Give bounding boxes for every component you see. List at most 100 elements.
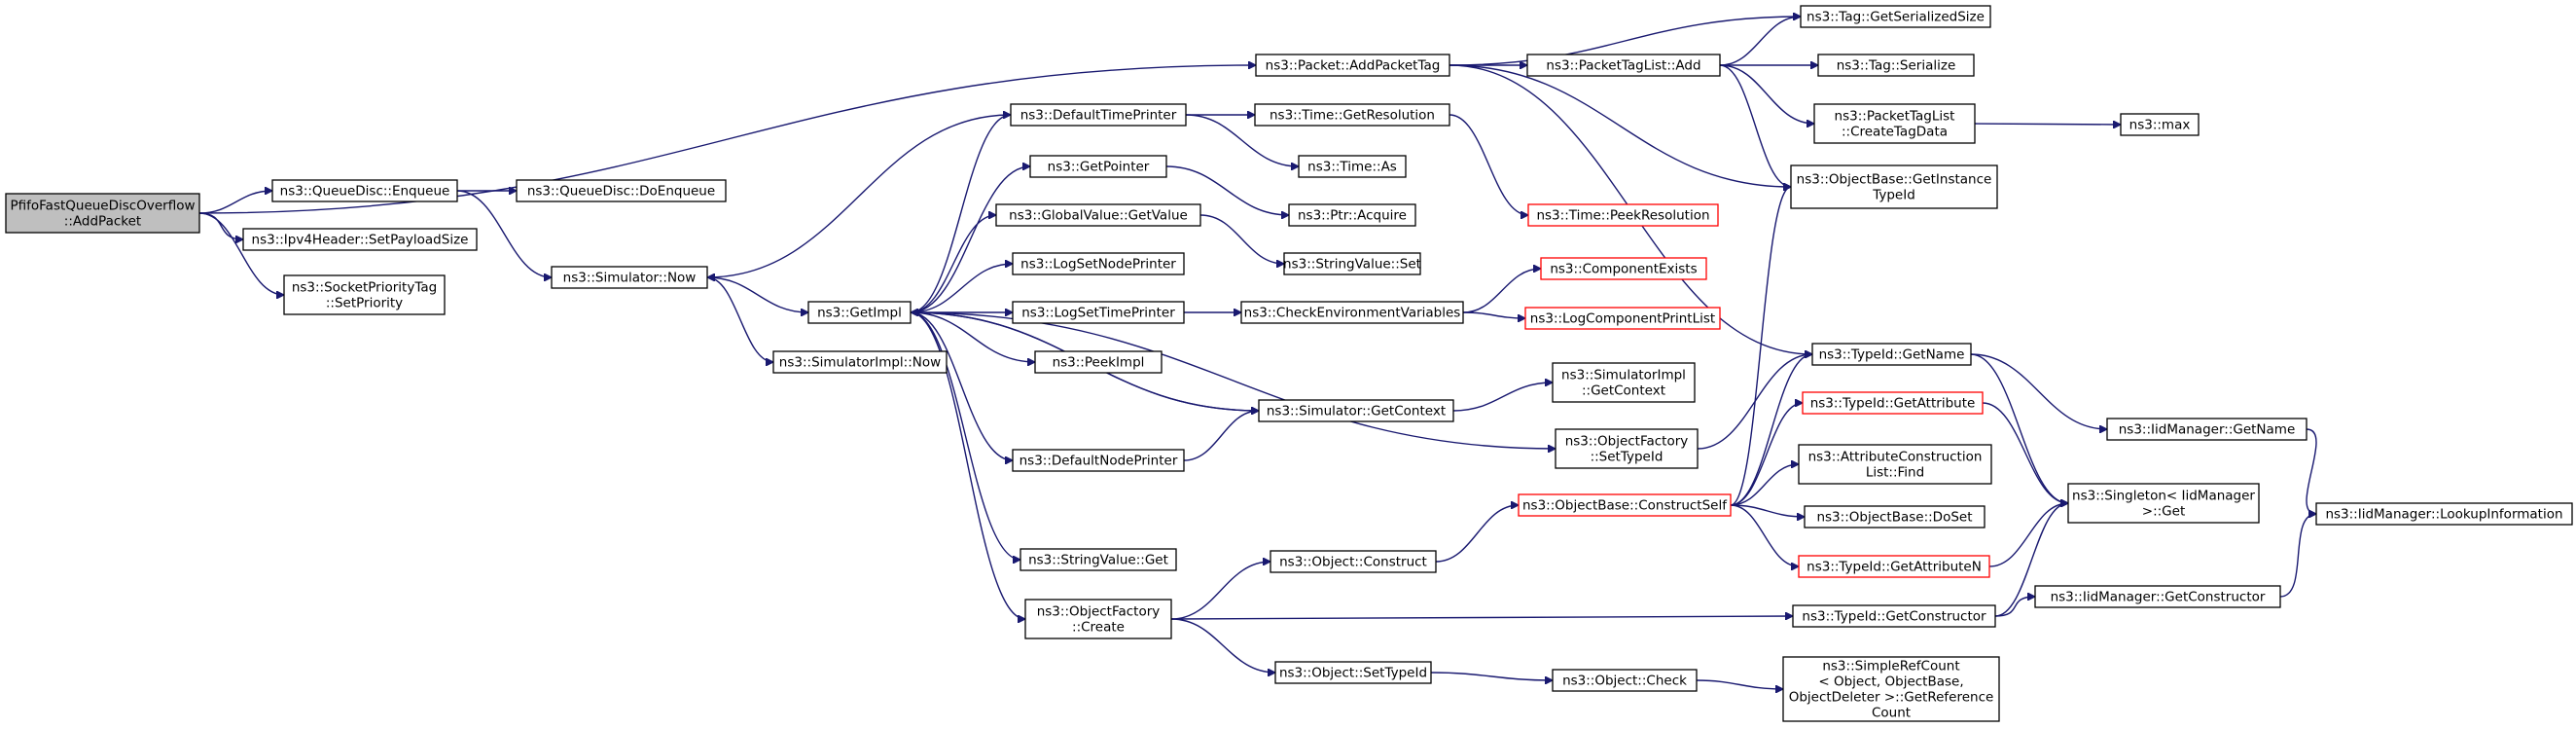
node-box bbox=[1270, 550, 1437, 573]
node-max[interactable]: ns3::max bbox=[2120, 113, 2200, 136]
node-box bbox=[2120, 113, 2200, 136]
node-getimpl[interactable]: ns3::GetImpl bbox=[807, 301, 912, 324]
edge-objsettypeid-to-objcheck bbox=[1430, 672, 1553, 680]
node-logsetnodeprinter[interactable]: ns3::LogSetNodePrinter bbox=[1012, 252, 1185, 275]
edge-iidgetname-to-iidlookup bbox=[2306, 428, 2316, 514]
node-box bbox=[1258, 399, 1454, 422]
edge-getimpl-to-defaulttimeprinter bbox=[910, 115, 1011, 313]
node-addpackettag[interactable]: ns3::Packet::AddPacketTag bbox=[1255, 54, 1450, 77]
node-typeidgetconstructor[interactable]: ns3::TypeId::GetConstructor bbox=[1792, 604, 1996, 628]
edge-constructself-to-typeidgetattributen bbox=[1730, 504, 1799, 566]
edge-checkenv-to-logcomponentprintlist bbox=[1462, 311, 1525, 318]
node-label: ns3::PacketTagList bbox=[1835, 109, 1955, 125]
node-iidgetconstructor[interactable]: ns3::IidManager::GetConstructor bbox=[2034, 585, 2281, 608]
node-timepeekres[interactable]: ns3::Time::PeekResolution bbox=[1527, 203, 1719, 227]
node-ofcreate[interactable]: ns3::ObjectFactory::Create bbox=[1024, 599, 1172, 639]
node-objcheck[interactable]: ns3::Object::Check bbox=[1552, 669, 1698, 692]
edge-simgetcontext-to-simimplgetcontext bbox=[1452, 383, 1553, 412]
node-label: ns3::QueueDisc::DoEnqueue bbox=[527, 184, 715, 200]
node-iidlookup[interactable]: ns3::IidManager::LookupInformation bbox=[2315, 502, 2573, 526]
node-ofsettypeid[interactable]: ns3::ObjectFactory::SetTypeId bbox=[1555, 428, 1699, 469]
node-defaultnodeprinter[interactable]: ns3::DefaultNodePrinter bbox=[1012, 449, 1185, 472]
node-tagserialize[interactable]: ns3::Tag::Serialize bbox=[1817, 54, 1975, 77]
node-label: ns3::SocketPriorityTag bbox=[292, 280, 437, 296]
node-label: ns3::Time::As bbox=[1307, 160, 1397, 175]
edge-ptladd-to-obgetinstancetypeid bbox=[1719, 64, 1791, 187]
node-gvgetvalue[interactable]: ns3::GlobalValue::GetValue bbox=[995, 203, 1201, 227]
node-label: ns3::Packet::AddPacketTag bbox=[1266, 58, 1441, 74]
node-box bbox=[1012, 301, 1185, 324]
node-singletonget[interactable]: ns3::Singleton< IidManager >::Get bbox=[2067, 483, 2260, 524]
node-svget[interactable]: ns3::StringValue::Get bbox=[1020, 548, 1177, 571]
node-label: ns3::GetPointer bbox=[1048, 160, 1150, 175]
node-root[interactable]: PfifoFastQueueDiscOverflow::AddPacket bbox=[5, 193, 200, 234]
node-label: ns3::Tag::GetSerializedSize bbox=[1807, 10, 1985, 25]
node-objsettypeid[interactable]: ns3::Object::SetTypeId bbox=[1274, 661, 1432, 684]
edge-defaultnodeprinter-to-simgetcontext bbox=[1183, 411, 1259, 461]
node-label: ns3::CheckEnvironmentVariables bbox=[1244, 306, 1461, 321]
node-getpointer[interactable]: ns3::GetPointer bbox=[1029, 155, 1167, 178]
edge-root-to-enqueue bbox=[198, 191, 272, 214]
node-simimplnow[interactable]: ns3::SimulatorImpl::Now bbox=[772, 350, 948, 374]
node-checkenv[interactable]: ns3::CheckEnvironmentVariables bbox=[1240, 301, 1464, 324]
node-box bbox=[1800, 5, 1991, 28]
node-simimplgetcontext[interactable]: ns3::SimulatorImpl::GetContext bbox=[1552, 362, 1696, 403]
node-label: ns3::IidManager::GetName bbox=[2119, 422, 2296, 438]
node-objconstruct[interactable]: ns3::Object::Construct bbox=[1270, 550, 1437, 573]
node-box bbox=[1817, 54, 1975, 77]
node-label: ::Create bbox=[1072, 620, 1125, 636]
edge-defaulttimeprinter-to-timeas bbox=[1185, 114, 1299, 166]
node-label: ns3::Singleton< IidManager bbox=[2072, 489, 2255, 504]
node-peekimpl[interactable]: ns3::PeekImpl bbox=[1034, 350, 1163, 374]
node-box bbox=[807, 301, 912, 324]
edge-getimpl-to-svget bbox=[910, 311, 1020, 560]
node-enqueue[interactable]: ns3::QueueDisc::Enqueue bbox=[271, 179, 458, 202]
node-logcomponentprintlist[interactable]: ns3::LogComponentPrintList bbox=[1524, 307, 1721, 330]
node-label: < Object, ObjectBase, bbox=[1818, 674, 1963, 690]
node-componentexists[interactable]: ns3::ComponentExists bbox=[1540, 257, 1707, 280]
node-box bbox=[1010, 103, 1187, 127]
node-label: ns3::TypeId::GetName bbox=[1819, 347, 1965, 363]
node-label: ns3::ObjectBase::DoSet bbox=[1816, 510, 1972, 526]
node-label: ns3::ComponentExists bbox=[1550, 262, 1697, 277]
node-defaulttimeprinter[interactable]: ns3::DefaultTimePrinter bbox=[1010, 103, 1187, 127]
node-svset[interactable]: ns3::StringValue::Set bbox=[1283, 252, 1421, 275]
edge-root-to-addpackettag bbox=[198, 65, 1256, 214]
node-constructself[interactable]: ns3::ObjectBase::ConstructSelf bbox=[1518, 493, 1732, 517]
node-simplerefcount[interactable]: ns3::SimpleRefCount< Object, ObjectBase,… bbox=[1782, 656, 2000, 722]
node-typeidgetattribute[interactable]: ns3::TypeId::GetAttribute bbox=[1802, 391, 1984, 415]
node-ptladd[interactable]: ns3::PacketTagList::Add bbox=[1526, 54, 1721, 77]
edge-constructself-to-obgetinstancetypeid bbox=[1730, 187, 1791, 506]
node-label: ns3::ObjectBase::ConstructSelf bbox=[1522, 498, 1728, 514]
node-label: ns3::ObjectBase::GetInstance bbox=[1797, 172, 1992, 188]
node-label: ns3::SimulatorImpl::Now bbox=[779, 355, 941, 371]
node-ptracquire[interactable]: ns3::Ptr::Acquire bbox=[1288, 203, 1416, 227]
node-label: ns3::Time::GetResolution bbox=[1270, 108, 1435, 124]
edge-addpackettag-to-obgetinstancetypeid bbox=[1449, 64, 1791, 187]
node-typeidgetattributen[interactable]: ns3::TypeId::GetAttributeN bbox=[1798, 555, 1990, 578]
node-setpriority[interactable]: ns3::SocketPriorityTag::SetPriority bbox=[283, 274, 446, 315]
node-label: PfifoFastQueueDiscOverflow bbox=[10, 199, 195, 214]
node-box bbox=[1524, 307, 1721, 330]
nodes-layer: PfifoFastQueueDiscOverflow::AddPacketns3… bbox=[5, 5, 2573, 722]
node-logsettimeprinter[interactable]: ns3::LogSetTimePrinter bbox=[1012, 301, 1185, 324]
node-box bbox=[516, 179, 727, 202]
edge-timegetresolution-to-timepeekres bbox=[1449, 114, 1528, 215]
node-typeidgetname[interactable]: ns3::TypeId::GetName bbox=[1811, 343, 1972, 366]
node-timeas[interactable]: ns3::Time::As bbox=[1298, 155, 1407, 178]
node-ptlcreatetagdata[interactable]: ns3::PacketTagList::CreateTagData bbox=[1813, 103, 1976, 144]
node-box bbox=[1555, 428, 1699, 469]
node-setpayloadsize[interactable]: ns3::Ipv4Header::SetPayloadSize bbox=[242, 228, 478, 251]
node-simnow[interactable]: ns3::Simulator::Now bbox=[551, 266, 708, 289]
edge-iidgetconstructor-to-iidlookup bbox=[2279, 514, 2316, 598]
node-simgetcontext[interactable]: ns3::Simulator::GetContext bbox=[1258, 399, 1454, 422]
node-box bbox=[1798, 555, 1990, 578]
node-label: ns3::Time::PeekResolution bbox=[1536, 208, 1709, 224]
node-doenqueue[interactable]: ns3::QueueDisc::DoEnqueue bbox=[516, 179, 727, 202]
node-iidgetname[interactable]: ns3::IidManager::GetName bbox=[2106, 418, 2308, 441]
node-obdoset[interactable]: ns3::ObjectBase::DoSet bbox=[1804, 505, 1986, 529]
node-taggetsersize[interactable]: ns3::Tag::GetSerializedSize bbox=[1800, 5, 1991, 28]
node-timegetresolution[interactable]: ns3::Time::GetResolution bbox=[1254, 103, 1450, 127]
